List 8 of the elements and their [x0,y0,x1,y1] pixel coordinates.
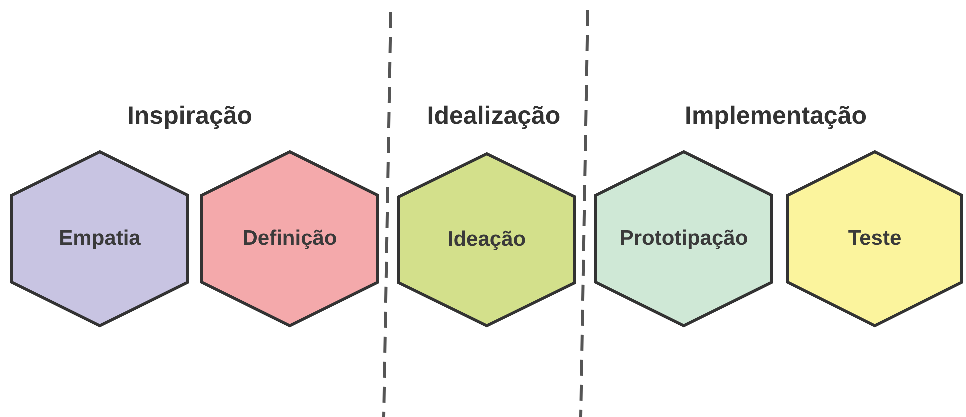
stage-label: Prototipação [620,227,748,251]
stage-label: Empatia [59,227,141,251]
phase-heading: Idealização [427,102,561,131]
stage-label: Definição [242,227,338,251]
phase-heading: Implementação [685,102,867,131]
stage-label: Ideação [448,228,526,252]
stage-label: Teste [848,227,902,251]
phase-heading: Inspiração [127,102,253,131]
